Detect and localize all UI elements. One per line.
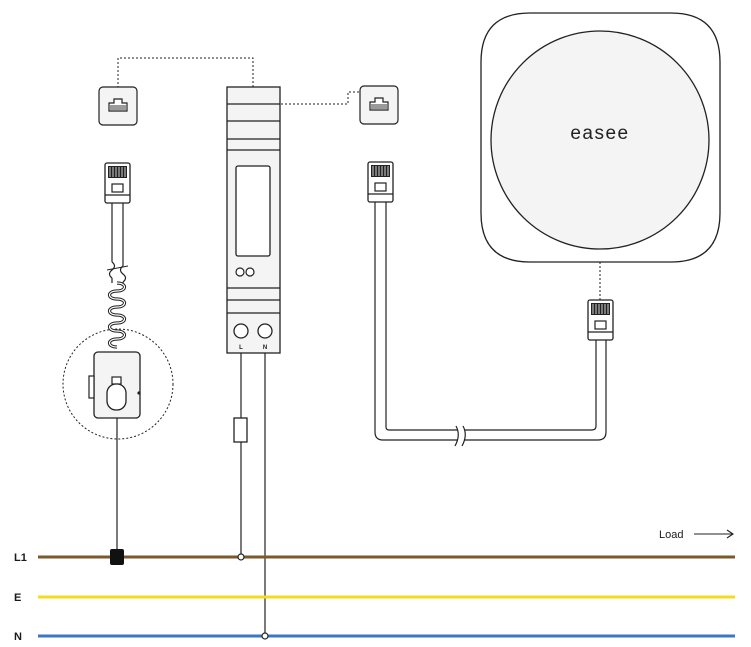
bus-label-n: N	[14, 631, 22, 643]
meter-wiring	[240, 353, 266, 636]
meter-led-2	[245, 267, 255, 277]
load-indicator: Load	[659, 529, 734, 541]
fuse	[233, 417, 248, 443]
charger-front-disc	[490, 30, 710, 250]
meter-led-1	[235, 267, 245, 277]
rj45-jack-right	[359, 85, 399, 125]
meter-terminal-n	[257, 323, 273, 339]
meter-display	[235, 165, 271, 257]
ct-clamp-dotted-circle	[62, 328, 174, 440]
terminal-label-n: N	[263, 345, 267, 351]
ct-clip-on-l1	[110, 549, 124, 565]
bus-lines: L1 E N	[14, 552, 735, 643]
meter-terminal-l	[233, 323, 249, 339]
junction-n	[261, 632, 269, 640]
ct-cable	[106, 203, 129, 349]
rj45-jack-left	[98, 86, 138, 126]
network-cable	[374, 202, 607, 447]
ct-clamp	[88, 351, 141, 419]
terminal-label-l: L	[239, 345, 243, 351]
junction-l1	[237, 553, 245, 561]
rj45-plug-charger	[587, 299, 614, 341]
easee-logo: easee	[570, 123, 629, 144]
rj45-plug-left	[104, 162, 131, 204]
network-link-ct-to-meter	[117, 57, 254, 88]
rj45-plug-middle	[367, 161, 394, 203]
bus-label-e: E	[14, 592, 21, 604]
easee-charger: easee	[480, 12, 721, 263]
energy-meter: L N	[226, 86, 281, 354]
bus-label-l1: L1	[14, 552, 27, 564]
load-label: Load	[659, 529, 683, 541]
